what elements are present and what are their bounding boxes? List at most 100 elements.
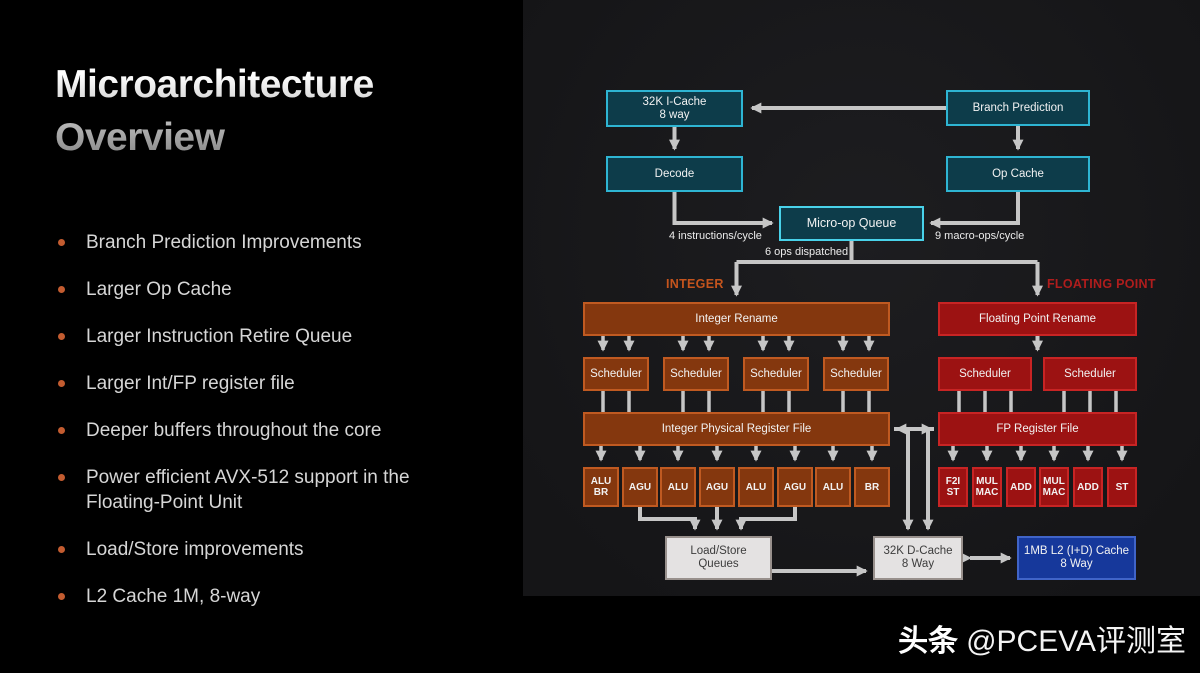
int-scheduler-scheduler: Scheduler xyxy=(583,357,649,391)
bullet-item: Larger Instruction Retire Queue xyxy=(55,324,470,349)
micro-op-queue-box: Micro-op Queue xyxy=(779,206,924,241)
bullet-dot xyxy=(58,380,65,387)
fp-exec-unit-label: MAC xyxy=(975,487,999,498)
fp-exec-unit-label: MUL xyxy=(1043,476,1065,487)
l2-cache-label: 1MB L2 (I+D) Cache xyxy=(1023,545,1130,557)
integer-rename-label: Integer Rename xyxy=(695,312,778,325)
bullet-item: Larger Int/FP register file xyxy=(55,371,470,396)
diagram-connectors xyxy=(595,102,1128,577)
int-scheduler-label: Scheduler xyxy=(830,367,882,380)
fp-exec-unit-label: F2I xyxy=(945,476,961,487)
fp-rename-box: Floating Point Rename xyxy=(938,302,1137,336)
l2-cache-ways-label: 8 Way xyxy=(1060,558,1093,570)
branch-prediction-box: Branch Prediction xyxy=(946,90,1090,126)
title-line-1: Microarchitecture xyxy=(55,63,374,106)
l2-cache-box: 1MB L2 (I+D) Cache 8 Way xyxy=(1017,536,1136,580)
bullet-item: Power efficient AVX-512 support in the F… xyxy=(55,465,470,515)
bullet-dot xyxy=(58,474,65,481)
icache-box: 32K I-Cache 8 way xyxy=(606,90,743,127)
load-store-queues-box: Load/Store Queues xyxy=(665,536,772,580)
int-exec-unit-label: ALU xyxy=(667,481,689,493)
int-exec-unit-label: BR xyxy=(593,487,609,498)
bullet-dot xyxy=(58,593,65,600)
fp-register-file-box: FP Register File xyxy=(938,412,1137,446)
bullet-item: Branch Prediction Improvements xyxy=(55,230,470,255)
bullet-item: Deeper buffers throughout the core xyxy=(55,418,470,443)
int-exec-unit-label: ALU xyxy=(745,481,767,493)
bullet-text: L2 Cache 1M, 8-way xyxy=(86,586,261,607)
int-exec-unit-label: AGU xyxy=(705,481,729,493)
floating-point-section-label: FLOATING POINT xyxy=(1047,277,1156,291)
micro-op-queue-label: Micro-op Queue xyxy=(806,216,897,230)
queues-label: Queues xyxy=(698,558,739,570)
watermark: 头条@PCEVA评测室 xyxy=(898,616,1186,660)
bullet-item: Larger Op Cache xyxy=(55,277,470,302)
int-exec-unit-label: ALU xyxy=(822,481,844,493)
fp-scheduler-scheduler: Scheduler xyxy=(938,357,1032,391)
int-scheduler-label: Scheduler xyxy=(750,367,802,380)
integer-rename-box: Integer Rename xyxy=(583,302,890,336)
int-scheduler-scheduler: Scheduler xyxy=(743,357,809,391)
integer-section-label: INTEGER xyxy=(666,277,724,291)
fp-register-file-label: FP Register File xyxy=(996,422,1079,435)
decode-label: Decode xyxy=(654,167,695,180)
bullet-text: Larger Op Cache xyxy=(86,279,232,300)
branch-prediction-label: Branch Prediction xyxy=(972,101,1064,114)
decode-box: Decode xyxy=(606,156,743,192)
int-exec-unit-agu: AGU xyxy=(777,467,813,507)
bullet-dot xyxy=(58,286,65,293)
bullet-text: Larger Int/FP register file xyxy=(86,373,295,394)
bullet-item: Load/Store improvements xyxy=(55,537,470,562)
bullet-text: Deeper buffers throughout the core xyxy=(86,420,382,441)
bullet-text: Load/Store improvements xyxy=(86,539,304,560)
fp-exec-unit-label: ST xyxy=(946,487,960,498)
page-title: Microarchitecture Overview xyxy=(55,58,374,164)
int-exec-unit-agu: AGU xyxy=(622,467,658,507)
bullet-text: Larger Instruction Retire Queue xyxy=(86,326,353,347)
bullet-dot xyxy=(58,546,65,553)
fp-exec-unit-label: MUL xyxy=(976,476,998,487)
diagram-panel: 32K I-Cache 8 way Branch Prediction Deco… xyxy=(523,0,1200,673)
int-exec-unit-alu: ALU xyxy=(738,467,774,507)
int-exec-unit-alu: ALU xyxy=(815,467,851,507)
int-exec-unit-label: AGU xyxy=(783,481,807,493)
fp-exec-unit-add: ADD xyxy=(1006,467,1036,507)
int-exec-unit-br: BR xyxy=(854,467,890,507)
op-cache-label: Op Cache xyxy=(992,167,1044,180)
bullet-item: L2 Cache 1M, 8-way xyxy=(55,584,470,609)
icache-label: 32K I-Cache xyxy=(642,95,707,108)
fp-exec-unit-label: ADD xyxy=(1077,481,1099,493)
watermark-handle: @PCEVA评测室 xyxy=(966,625,1186,658)
dcache-label: 32K D-Cache xyxy=(883,545,953,557)
dcache-box: 32K D-Cache 8 Way xyxy=(873,536,963,580)
dcache-ways-label: 8 Way xyxy=(901,558,935,570)
fp-exec-unit-label: ST xyxy=(1115,481,1129,493)
bullet-text: Power efficient AVX-512 support in the F… xyxy=(86,467,410,513)
icache-ways-label: 8 way xyxy=(659,108,690,121)
int-scheduler-scheduler: Scheduler xyxy=(823,357,889,391)
fp-scheduler-label: Scheduler xyxy=(959,367,1011,380)
int-exec-unit-label: ALU xyxy=(590,476,612,487)
fp-scheduler-scheduler: Scheduler xyxy=(1043,357,1137,391)
fp-rename-label: Floating Point Rename xyxy=(979,312,1096,325)
macro-ops-per-cycle-label: 9 macro-ops/cycle xyxy=(935,230,1025,242)
int-scheduler-label: Scheduler xyxy=(670,367,722,380)
integer-prf-box: Integer Physical Register File xyxy=(583,412,890,446)
op-cache-box: Op Cache xyxy=(946,156,1090,192)
fp-exec-unit-st: ST xyxy=(1107,467,1137,507)
int-exec-unit-alu: ALU xyxy=(660,467,696,507)
load-store-label: Load/Store xyxy=(690,545,747,557)
instructions-per-cycle-label: 4 instructions/cycle xyxy=(669,230,762,242)
fp-scheduler-label: Scheduler xyxy=(1064,367,1116,380)
ops-dispatched-label: 6 ops dispatched xyxy=(765,246,849,258)
bullet-dot xyxy=(58,427,65,434)
fp-exec-unit-label: ADD xyxy=(1010,481,1032,493)
left-text-panel: Microarchitecture Overview Branch Predic… xyxy=(0,0,523,673)
bullet-text: Branch Prediction Improvements xyxy=(86,232,362,253)
